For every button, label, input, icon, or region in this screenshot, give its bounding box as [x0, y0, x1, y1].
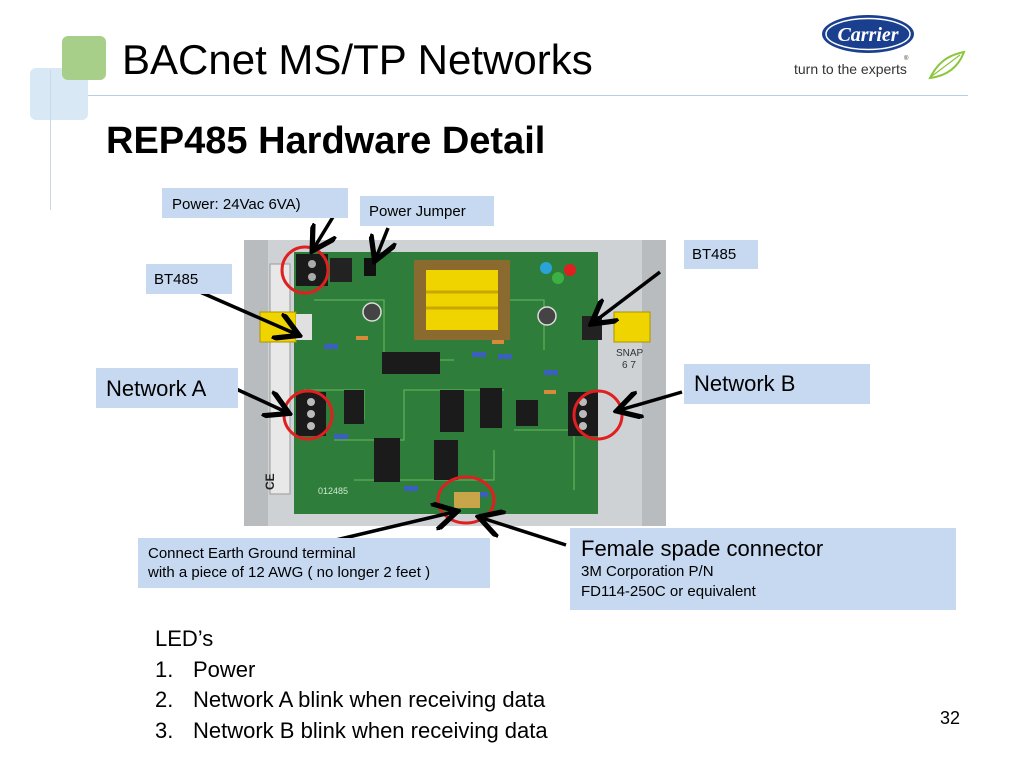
- ic-chip: [434, 440, 458, 480]
- ce-mark: CE: [263, 473, 277, 490]
- arrow-bt485-right: [594, 270, 662, 322]
- list-item: 2. Network A blink when receiving data: [155, 685, 548, 716]
- callout-bt485-left-text: BT485: [154, 271, 199, 288]
- arrow-power: [314, 211, 338, 248]
- capacitor: [362, 302, 382, 322]
- svg-text:®: ®: [904, 55, 909, 62]
- callout-spade-line1: 3M Corporation P/N: [581, 563, 714, 580]
- logo-tagline: turn to the experts: [794, 61, 907, 77]
- callout-network-a: Network A: [96, 368, 238, 408]
- callout-bt485-left: BT485: [146, 264, 232, 294]
- leaf-icon: [928, 50, 966, 80]
- list-item: 3. Network B blink when receiving data: [155, 716, 548, 747]
- arrow-spade-connector: [482, 518, 567, 547]
- led-list: LED’s 1. Power 2. Network A blink when rec…: [155, 624, 548, 746]
- highlight-circle-power: [280, 245, 330, 295]
- list-item-number: 1.: [155, 656, 174, 682]
- list-item: 1. Power: [155, 655, 548, 686]
- callout-earth-ground-line1: Connect Earth Ground terminal: [148, 545, 356, 562]
- arrow-network-a: [233, 386, 286, 412]
- list-item-text: Network B blink when receiving data: [193, 717, 548, 743]
- led-list-heading: LED’s: [155, 626, 214, 651]
- ic-chip: [344, 390, 364, 424]
- arrow-network-b: [620, 390, 683, 410]
- title-divider-line: [88, 95, 968, 96]
- snap-number: 6 7: [622, 360, 636, 371]
- callout-power: Power: 24Vac 6VA): [162, 188, 348, 218]
- page-number: 32: [940, 708, 961, 728]
- callout-network-b-text: Network B: [694, 371, 796, 396]
- list-item-number: 2.: [155, 687, 174, 712]
- led-red: [564, 264, 576, 276]
- callout-spade-line2: FD114-250C or equivalent: [581, 583, 756, 600]
- ic-chip: [480, 388, 502, 428]
- callout-network-b: Network B: [684, 364, 870, 404]
- logo-oval: [822, 15, 914, 53]
- ic-chip: [516, 400, 538, 426]
- callout-spade-connector: Female spade connector 3M Corporation P/…: [570, 528, 956, 610]
- snap-label: SNAP: [616, 348, 644, 359]
- slide-subtitle: REP485 Hardware Detail: [106, 120, 546, 162]
- arrow-earth-ground: [335, 512, 454, 542]
- logo-brand-text: Carrier: [837, 24, 898, 46]
- led-blue: [540, 262, 552, 274]
- ic-chip: [382, 352, 440, 374]
- bt485-connector-right: [613, 311, 651, 343]
- callout-power-jumper: Power Jumper: [360, 196, 494, 226]
- callout-power-jumper-text: Power Jumper: [369, 203, 466, 220]
- board-id-label: 012485: [318, 486, 348, 496]
- led-green: [552, 272, 564, 284]
- arrow-power-jumper: [376, 227, 388, 258]
- decorative-vertical-line: [50, 70, 51, 210]
- callout-spade-title: Female spade connector: [581, 536, 824, 561]
- callout-earth-ground-line2: with a piece of 12 AWG ( no longer 2 fee…: [148, 564, 431, 581]
- ic-chip: [374, 438, 400, 482]
- capacitor: [537, 306, 557, 326]
- callout-earth-ground: Connect Earth Ground terminal with a pie…: [138, 538, 490, 588]
- carrier-logo: Carrier ® turn to the experts: [794, 15, 966, 80]
- callout-bt485-right: BT485: [684, 240, 758, 269]
- decorative-square-green: [62, 36, 106, 80]
- arrow-bt485-left: [199, 290, 296, 334]
- list-item-number: 3.: [155, 717, 174, 743]
- list-item-text: Power: [193, 656, 256, 682]
- callout-network-a-text: Network A: [106, 376, 207, 401]
- highlight-circle-network-b: [572, 389, 624, 441]
- highlight-circle-network-a: [282, 389, 334, 441]
- list-item-text: Network A blink when receiving data: [193, 687, 546, 712]
- ic-chip: [440, 390, 464, 432]
- slide-title: BACnet MS/TP Networks: [122, 36, 593, 83]
- highlight-circle-earth-ground: [436, 475, 496, 525]
- callout-bt485-right-text: BT485: [692, 246, 737, 263]
- callout-power-text: Power: 24Vac 6VA): [172, 196, 301, 213]
